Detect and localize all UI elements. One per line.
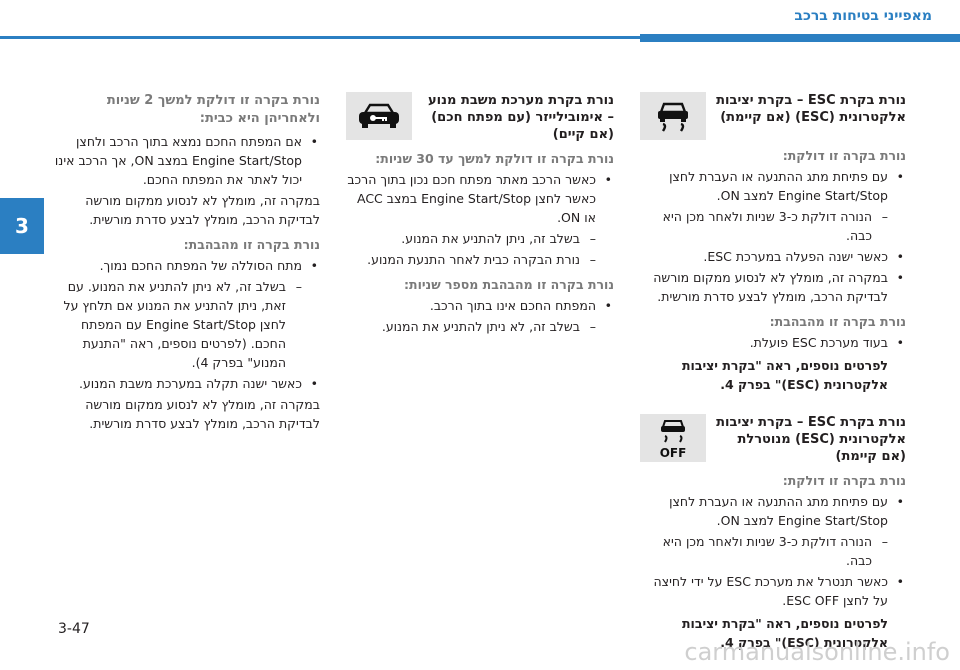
car-skid-icon	[640, 92, 706, 140]
right-column: נורת בקרת ESC – בקרת יציבות אלקטרונית (E…	[640, 92, 906, 658]
immobilizer-heading-row: נורת בקרת מערכת משבת מנוע – אימובילייזר …	[346, 92, 614, 143]
esc-sub-blink: נורת בקרה זו מהבהבת:	[769, 314, 906, 329]
esc-b1: עם פתיחת מתג ההתנעה או העברת לחצן Engine…	[640, 167, 906, 205]
car-key-icon	[346, 92, 412, 140]
left-b1: מתח הסוללה של המפתח החכם נמוך.	[52, 256, 320, 275]
immo-d2: נורת הבקרה כבית לאחר התנעת המנוע.	[346, 250, 614, 269]
esc-heading-row: נורת בקרת ESC – בקרת יציבות אלקטרונית (E…	[640, 92, 906, 140]
esc-b3: במקרה זה, מומלץ לא לנסוע ממקום מורשה לבד…	[640, 268, 906, 306]
esc-off-d1: הנורה דולקת כ-3 שניות ולאחר מכן היא כבה.	[640, 532, 906, 570]
esc-off-note: לפרטים נוספים, ראה "בקרת יציבות אלקטרוני…	[682, 616, 888, 650]
left-column: נורת בקרה זו דולקת למשך 2 שניות ולאחריהן…	[52, 92, 320, 433]
left-b2: כאשר ישנה תקלה במערכת משבת המנוע.	[52, 374, 320, 393]
esc-off-sub-on: נורת בקרה זו דולקת:	[782, 473, 906, 488]
off-label: OFF	[660, 446, 687, 460]
immobilizer-heading: נורת בקרת מערכת משבת מנוע – אימובילייזר …	[428, 93, 614, 142]
esc-heading: נורת בקרת ESC – בקרת יציבות אלקטרונית (E…	[716, 93, 906, 125]
watermark: carmanualsonline.info	[684, 638, 950, 666]
car-skid-off-icon: OFF	[640, 414, 706, 462]
immo-sub1: נורת בקרה זו דולקת למשך עד 30 שניות:	[375, 151, 614, 166]
header-accent-bar	[640, 34, 960, 42]
esc-sub-on: נורת בקרה זו דולקת:	[782, 148, 906, 163]
esc-note: לפרטים נוספים, ראה "בקרת יציבות אלקטרוני…	[682, 358, 888, 392]
left-sub1: נורת בקרה זו מהבהבת:	[183, 237, 320, 252]
left-d1: בשלב זה, לא ניתן להתניע את המנוע. עם זאת…	[52, 277, 320, 372]
left-sub0: נורת בקרה זו דולקת למשך 2 שניות ולאחריהן…	[106, 93, 320, 126]
esc-off-heading: נורת בקרת ESC – בקרת יציבות אלקטרונית (E…	[716, 415, 906, 464]
immo-sub2: נורת בקרה זו מהבהבת מספר שניות:	[404, 277, 614, 292]
esc-d1: הנורה דולקת כ-3 שניות ולאחר מכן היא כבה.	[640, 207, 906, 245]
left-b0b: במקרה זה, מומלץ לא לנסוע ממקום מורשה לבד…	[85, 193, 320, 227]
esc-b4: בעוד מערכת ESC פועלת.	[640, 333, 906, 352]
esc-b2: כאשר ישנה הפעלה במערכת ESC.	[640, 247, 906, 266]
immo-b1: כאשר הרכב מאתר מפתח חכם נכון בתוך הרכב כ…	[346, 170, 614, 227]
immo-d3: בשלב זה, לא ניתן להתניע את המנוע.	[346, 317, 614, 336]
esc-off-heading-row: נורת בקרת ESC – בקרת יציבות אלקטרונית (E…	[640, 414, 906, 465]
header-rule	[0, 36, 940, 39]
left-b2b: במקרה זה, מומלץ לא לנסוע ממקום מורשה לבד…	[85, 397, 320, 431]
header-title: מאפייני בטיחות ברכב	[794, 8, 932, 24]
esc-off-b2: כאשר תנטרל את מערכת ESC על ידי לחיצה על …	[640, 572, 906, 610]
esc-off-b1: עם פתיחת מתג ההתנעה או העברת לחצן Engine…	[640, 492, 906, 530]
middle-column: נורת בקרת מערכת משבת מנוע – אימובילייזר …	[346, 92, 614, 338]
immo-d1: בשלב זה, ניתן להתניע את המנוע.	[346, 229, 614, 248]
immo-b2: המפתח החכם אינו בתוך הרכב.	[346, 296, 614, 315]
left-b0: אם המפתח החכם נמצא בתוך הרכב ולחצן Engin…	[52, 132, 320, 189]
page-number: 3-47	[58, 621, 90, 637]
chapter-tab: 3	[0, 198, 44, 254]
